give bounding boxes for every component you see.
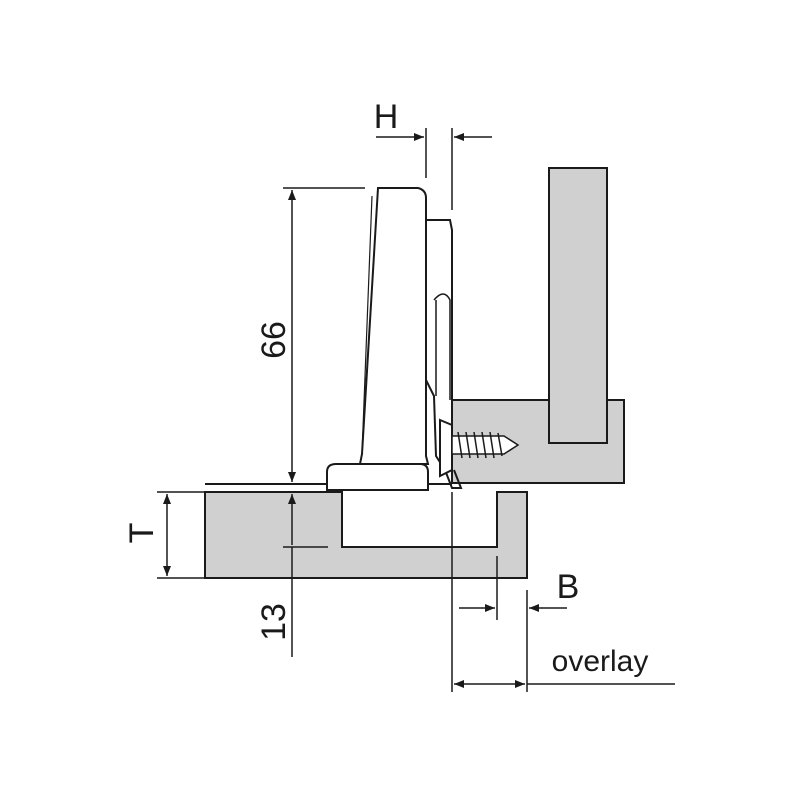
hinge-arm-inner-line — [361, 195, 373, 455]
side-panel — [548, 167, 608, 444]
hinge-cup — [326, 463, 429, 491]
door-panel — [204, 491, 528, 579]
dim-b-label: B — [557, 568, 580, 606]
screw-thread — [457, 431, 503, 459]
hinge-arm — [358, 187, 430, 465]
dim-13-label: 13 — [255, 603, 293, 641]
hinge-spring — [433, 293, 451, 400]
screw-head — [439, 418, 453, 478]
dim-66-label: 66 — [255, 321, 293, 359]
dim-t-label: T — [123, 523, 161, 544]
mounting-plate — [451, 399, 625, 484]
dim-overlay-label: overlay — [552, 645, 649, 678]
dim-h-label: H — [374, 98, 399, 136]
